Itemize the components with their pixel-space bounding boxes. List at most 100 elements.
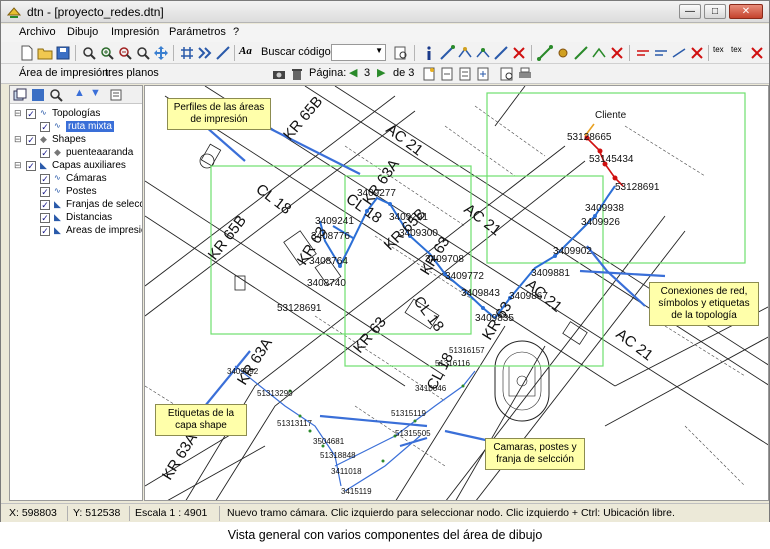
menu-parametros[interactable]: Parámetros bbox=[169, 26, 226, 38]
street-label: AC 21 bbox=[613, 326, 657, 365]
label-move-icon[interactable] bbox=[653, 45, 669, 61]
pan-icon[interactable] bbox=[153, 45, 169, 61]
next-page-icon[interactable]: ▶ bbox=[377, 67, 386, 79]
move-up-icon[interactable]: ▲ bbox=[74, 87, 85, 99]
node-label: 53145434 bbox=[589, 154, 634, 165]
tree-label: Áreas de impresión bbox=[66, 225, 142, 236]
print-area-value[interactable]: tres planos bbox=[105, 67, 159, 79]
page-rotate-icon[interactable] bbox=[457, 66, 473, 82]
node-delete-icon[interactable] bbox=[511, 45, 527, 61]
menu-dibujo[interactable]: Dibujo bbox=[67, 26, 99, 38]
layers-save-icon[interactable] bbox=[30, 87, 46, 103]
client-symbols bbox=[584, 135, 618, 181]
checkbox-icon[interactable]: ✓ bbox=[26, 135, 36, 145]
checkbox-icon[interactable]: ✓ bbox=[40, 226, 50, 236]
checkbox-icon[interactable]: ✓ bbox=[26, 161, 36, 171]
label-icon[interactable] bbox=[635, 45, 651, 61]
checkbox-icon[interactable]: ✓ bbox=[40, 148, 50, 158]
label-rotate-icon[interactable] bbox=[671, 45, 687, 61]
layers-zoom-icon[interactable] bbox=[48, 87, 64, 103]
node-edit-icon[interactable] bbox=[493, 45, 509, 61]
text-style-icon[interactable]: Aa bbox=[239, 45, 252, 57]
node-label: 3409772 bbox=[445, 271, 484, 282]
page-of: de 3 bbox=[393, 67, 415, 79]
node-label: 3409300 bbox=[399, 228, 438, 239]
label-delete-icon[interactable] bbox=[689, 45, 705, 61]
info-icon[interactable] bbox=[421, 45, 437, 61]
pole-node-icon[interactable] bbox=[573, 45, 589, 61]
move-down-icon[interactable]: ▼ bbox=[90, 87, 101, 99]
page-move-icon[interactable] bbox=[475, 66, 491, 82]
node-label: 53128691 bbox=[277, 303, 322, 314]
shape-label: 51313290 bbox=[257, 389, 293, 398]
node-label: 53128691 bbox=[615, 182, 660, 193]
search-code-input[interactable]: ▼ bbox=[331, 44, 386, 61]
search-code-label: Buscar código: bbox=[261, 46, 334, 58]
shape-label: 51315505 bbox=[395, 429, 431, 438]
chevron-down-icon[interactable]: ▼ bbox=[375, 46, 383, 55]
layers-panel: ▲ ▼ ⊟ ✓ ∿ Topologías ✓ ∿ ruta mixta ⊟ ✓ … bbox=[9, 85, 143, 501]
print-preview-icon[interactable] bbox=[499, 66, 515, 82]
shape-label: 3415119 bbox=[341, 487, 372, 496]
segment-delete-icon[interactable] bbox=[609, 45, 625, 61]
print-icon[interactable] bbox=[517, 66, 533, 82]
node-label: 3408764 bbox=[309, 256, 348, 267]
minimize-button[interactable]: — bbox=[679, 4, 701, 19]
node-label: 3409867 bbox=[509, 291, 548, 302]
camera-icon[interactable] bbox=[271, 66, 287, 82]
print-area-frames bbox=[210, 92, 746, 367]
menu-archivo[interactable]: Archivo bbox=[19, 26, 56, 38]
status-bar: X: 598803 Y: 512538 Escala 1 : 4901 Nuev… bbox=[1, 503, 769, 522]
menu-impresion[interactable]: Impresión bbox=[111, 26, 160, 38]
connect-icon[interactable] bbox=[591, 45, 607, 61]
menu-help[interactable]: ? bbox=[233, 26, 240, 38]
callout-camaras: Camaras, postes y franja de selcción bbox=[485, 438, 585, 470]
street-label: AC 21 bbox=[461, 201, 505, 240]
open-folder-icon[interactable] bbox=[37, 45, 53, 61]
map-drawing[interactable]: KR 65B AC 21 CL 18 KR 65B AC 21 KR 63 KR… bbox=[145, 86, 769, 501]
shape-label: 3411018 bbox=[331, 467, 362, 476]
tree-label: Shapes bbox=[52, 134, 86, 145]
zoom-in-icon[interactable] bbox=[99, 45, 115, 61]
double-chevron-icon[interactable] bbox=[197, 45, 213, 61]
save-icon[interactable] bbox=[55, 45, 71, 61]
layer-properties-icon[interactable] bbox=[108, 87, 124, 103]
zoom-extents-icon[interactable] bbox=[135, 45, 151, 61]
shape-label: 51318848 bbox=[320, 451, 356, 460]
layers-icon[interactable] bbox=[12, 87, 28, 103]
property-lines bbox=[145, 105, 746, 487]
new-file-icon[interactable] bbox=[19, 45, 35, 61]
text-2-icon[interactable]: tex bbox=[731, 45, 742, 54]
draw-line-icon[interactable] bbox=[439, 45, 455, 61]
close-button[interactable]: ✕ bbox=[729, 4, 763, 19]
topology-route bbox=[319, 185, 616, 320]
node-add-icon[interactable] bbox=[457, 45, 473, 61]
camera-node-icon[interactable] bbox=[555, 45, 571, 61]
callout-perfiles: Perfiles de las áreas de impresión bbox=[167, 98, 271, 130]
checkbox-icon[interactable]: ✓ bbox=[40, 122, 50, 132]
node-move-icon[interactable] bbox=[475, 45, 491, 61]
checkbox-icon[interactable]: ✓ bbox=[40, 174, 50, 184]
shape-label: 3410046 bbox=[415, 384, 447, 393]
checkbox-icon[interactable]: ✓ bbox=[40, 213, 50, 223]
trash-icon[interactable] bbox=[289, 66, 305, 82]
zoom-window-icon[interactable] bbox=[81, 45, 97, 61]
node-label: 3409881 bbox=[531, 268, 570, 279]
grid-icon[interactable] bbox=[179, 45, 195, 61]
drawing-canvas[interactable]: KR 65B AC 21 CL 18 KR 65B AC 21 KR 63 KR… bbox=[144, 85, 769, 501]
checkbox-icon[interactable]: ✓ bbox=[40, 187, 50, 197]
page-edit-icon[interactable] bbox=[439, 66, 455, 82]
maximize-button[interactable]: □ bbox=[704, 4, 726, 19]
page-new-icon[interactable] bbox=[421, 66, 437, 82]
measure-icon[interactable] bbox=[215, 45, 231, 61]
prev-page-icon[interactable]: ◀ bbox=[349, 67, 358, 79]
scale-readout: Escala 1 : 4901 bbox=[135, 507, 208, 519]
find-icon[interactable] bbox=[393, 45, 409, 61]
text-delete-icon[interactable] bbox=[749, 45, 765, 61]
segment-icon[interactable] bbox=[537, 45, 553, 61]
zoom-out-icon[interactable] bbox=[117, 45, 133, 61]
text-1-icon[interactable]: tex bbox=[713, 45, 724, 54]
checkbox-icon[interactable]: ✓ bbox=[26, 109, 36, 119]
checkbox-icon[interactable]: ✓ bbox=[40, 200, 50, 210]
shape-label: 3504681 bbox=[313, 437, 345, 446]
